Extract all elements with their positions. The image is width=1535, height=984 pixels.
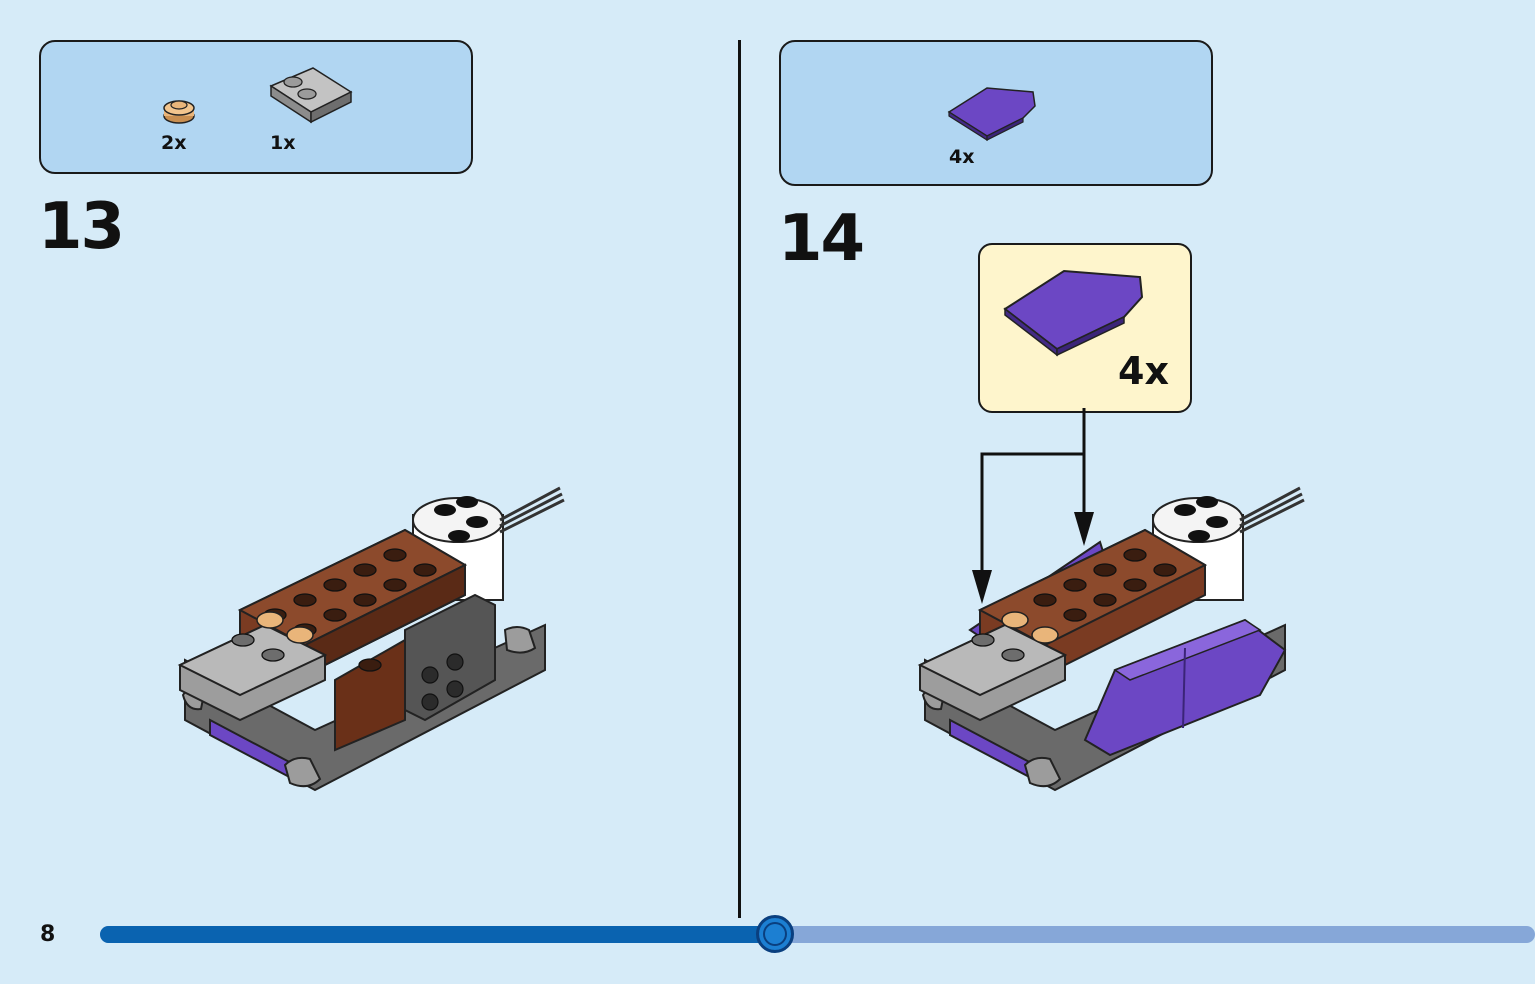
page-number: 8 bbox=[40, 922, 56, 947]
step-number: 13 bbox=[38, 190, 125, 264]
placement-arrows bbox=[972, 408, 1094, 604]
step-14-model-illustration bbox=[917, 486, 1305, 792]
part-quantity: 4x bbox=[949, 146, 975, 168]
tan-round-plate-icon bbox=[163, 100, 195, 124]
progress-fill bbox=[100, 926, 775, 943]
part-quantity: 2x bbox=[161, 132, 187, 154]
purple-wedge-tile-icon bbox=[1003, 269, 1144, 357]
step-13-model-illustration bbox=[177, 486, 565, 792]
gray-plate-icon bbox=[269, 67, 353, 124]
subassembly-quantity: 4x bbox=[1118, 349, 1169, 393]
step-14-parts-callout: 4x bbox=[779, 40, 1213, 186]
step-13-parts-callout: 2x 1x bbox=[39, 40, 473, 174]
subassembly-callout: 4x bbox=[978, 243, 1192, 413]
part-quantity: 1x bbox=[270, 132, 296, 154]
step-divider bbox=[738, 40, 741, 918]
purple-wedge-tile-icon bbox=[947, 87, 1036, 142]
progress-indicator bbox=[756, 915, 795, 953]
step-number: 14 bbox=[778, 202, 865, 276]
